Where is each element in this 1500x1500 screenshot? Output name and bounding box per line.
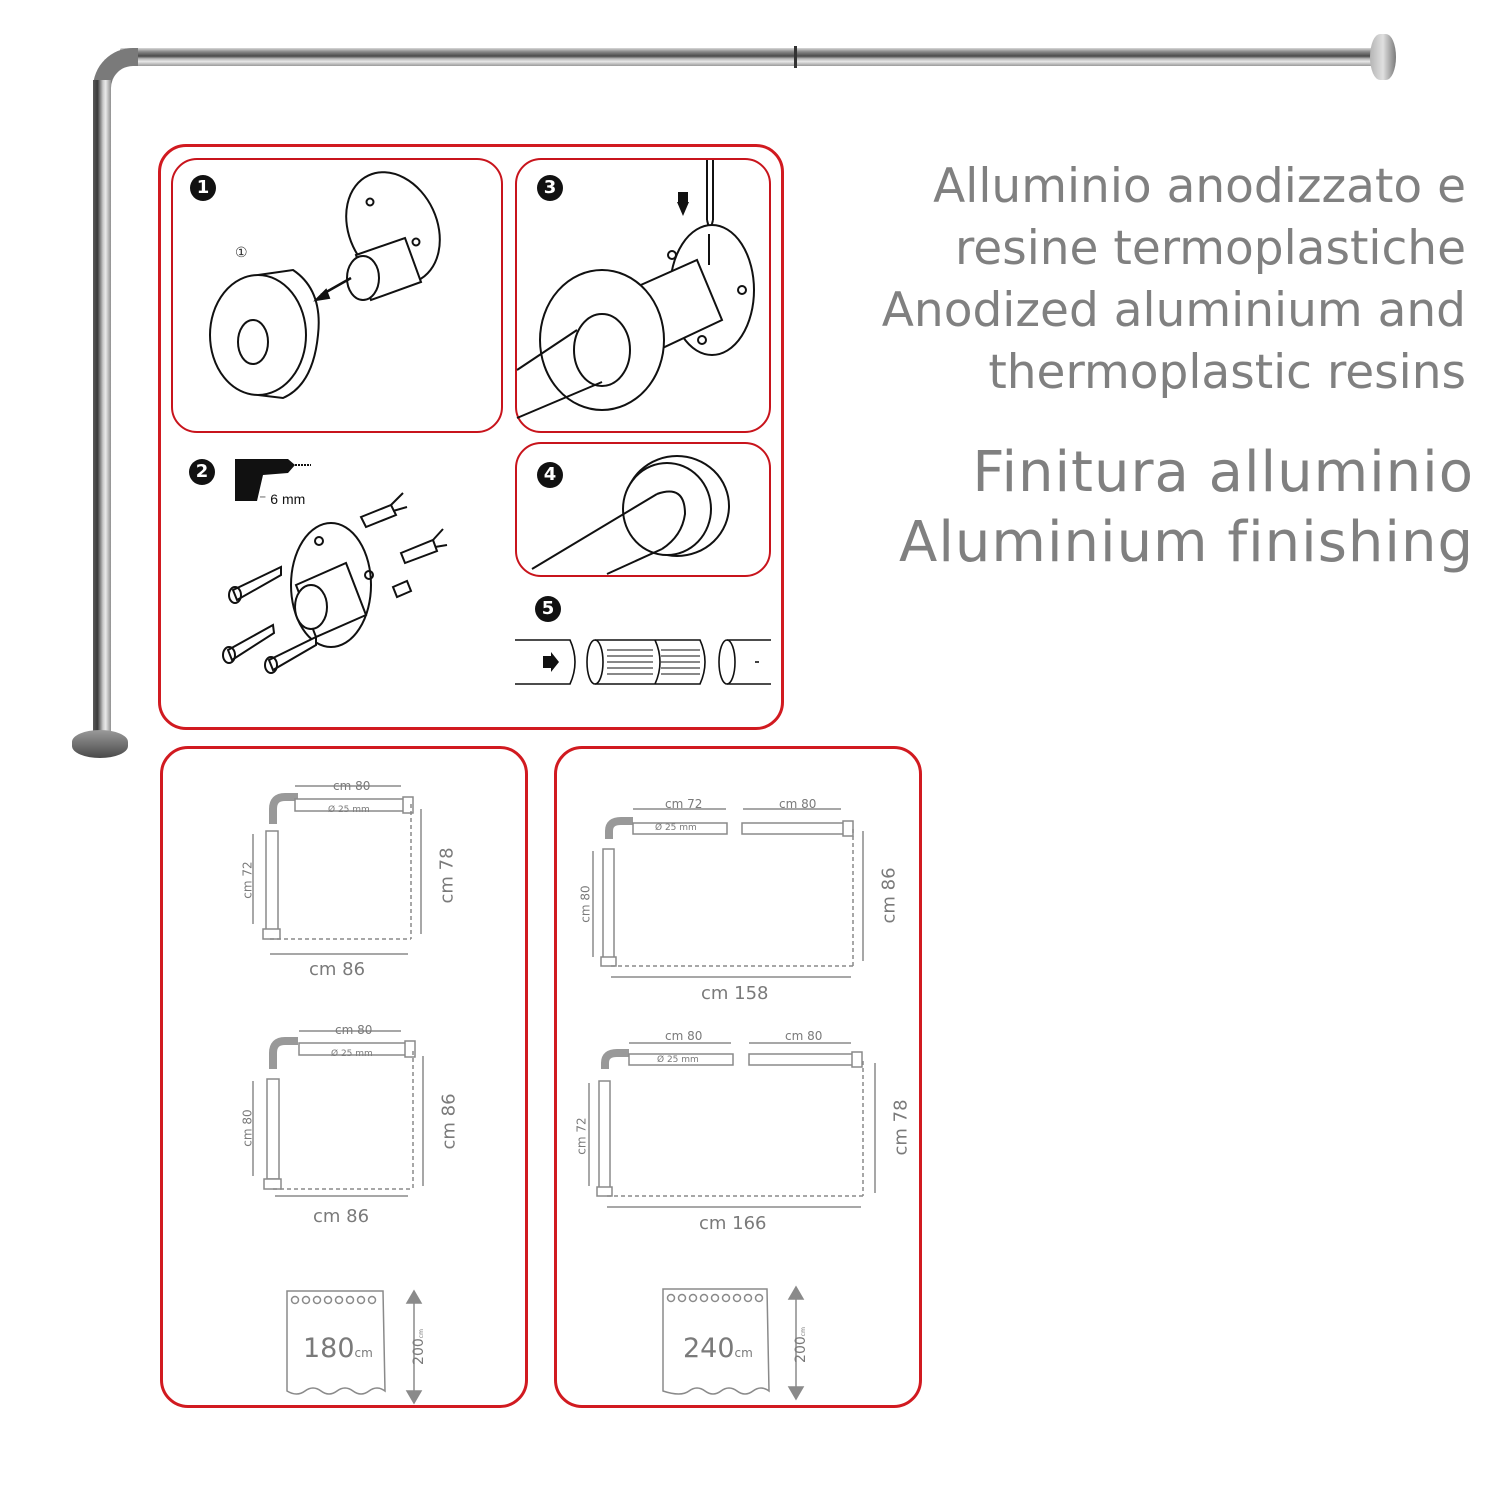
drill-size-label: ⁻ 6 mm (259, 491, 306, 507)
large-config-a: cm 72 cm 80 Ø 25 mm cm 80 cm 86 cm 158 (571, 789, 911, 1019)
small-kit-dimensions-panel: cm 80 Ø 25 mm cm 72 cm 78 cm 86 cm 80 Ø … (160, 746, 528, 1408)
step-1-badge: 1 (190, 175, 216, 201)
dimension-diameter: Ø 25 mm (331, 1049, 373, 1059)
wall-plug-icon (399, 528, 448, 565)
step-4-illustration (531, 455, 730, 575)
step-3-panel: 3 (515, 158, 771, 433)
finish-line: Aluminium finishing (899, 510, 1474, 575)
finish-line: Finitura alluminio (972, 440, 1474, 505)
dimension-bottom: cm 166 (699, 1213, 767, 1234)
dimension-top: cm 80 (333, 779, 371, 793)
dimension-right: cm 78 (436, 847, 458, 904)
curtain-height: 200cm (792, 1327, 809, 1363)
dimension-top-left: cm 72 (665, 797, 703, 811)
dimension-top: cm 80 (335, 1023, 373, 1037)
step-1-panel: 1 ① (171, 158, 503, 433)
dimension-bottom: cm 86 (309, 959, 366, 980)
step-1-illustration (209, 171, 441, 400)
step-3-illustration (516, 160, 755, 419)
step-2-panel: 2 ⁻ 6 mm (171, 445, 503, 715)
dimension-diameter: Ø 25 mm (657, 1055, 699, 1065)
dimension-bottom: cm 86 (313, 1206, 370, 1227)
arrow-down-icon (677, 202, 689, 216)
curtain-180: 180cm 200cm (279, 1289, 429, 1409)
wall-cap-bottom (72, 730, 128, 758)
rod-horizontal (120, 48, 1382, 66)
small-config-a: cm 80 Ø 25 mm cm 72 cm 78 cm 86 (223, 769, 483, 989)
screw-icon (222, 623, 276, 664)
dimension-left: cm 80 (578, 885, 593, 923)
dimension-right: cm 86 (438, 1093, 460, 1150)
step-5-illustration (515, 639, 771, 685)
dimension-left: cm 72 (240, 861, 255, 899)
step-3-badge: 3 (537, 175, 563, 201)
dimension-bottom: cm 158 (701, 983, 769, 1004)
rod-vertical (93, 80, 111, 732)
material-line: thermoplastic resins (988, 345, 1466, 400)
step-4-badge: 4 (537, 462, 563, 488)
large-config-b: cm 80 cm 80 Ø 25 mm cm 72 cm 78 cm 166 (571, 1021, 912, 1251)
dimension-top-left: cm 80 (665, 1029, 703, 1043)
dimension-diameter: Ø 25 mm (655, 823, 697, 833)
curtain-icon (662, 1285, 805, 1401)
rod-joint (794, 46, 797, 68)
dimension-right: cm 78 (890, 1099, 912, 1156)
curtain-height: 200cm (410, 1329, 427, 1365)
step-5-badge: 5 (535, 596, 561, 622)
dimension-diameter: Ø 25 mm (328, 805, 370, 815)
large-kit-dimensions-panel: cm 72 cm 80 Ø 25 mm cm 80 cm 86 cm 158 (554, 746, 922, 1408)
material-line: resine termoplastiche (955, 221, 1466, 276)
dimension-right: cm 86 (878, 867, 900, 924)
curtain-icon (286, 1289, 423, 1405)
dimension-left: cm 80 (240, 1109, 255, 1147)
drill-icon (235, 459, 311, 501)
finish-description: Finitura alluminio Aluminium finishing (899, 438, 1474, 578)
dimension-top-right: cm 80 (785, 1029, 823, 1043)
dimension-left: cm 72 (574, 1117, 589, 1155)
small-config-b: cm 80 Ø 25 mm cm 80 cm 86 cm 86 (223, 1011, 483, 1231)
wall-cap-right (1370, 34, 1396, 80)
step-2-badge: 2 (189, 459, 215, 485)
curtain-width: 180cm (303, 1333, 373, 1364)
material-line: Anodized aluminium and (881, 283, 1466, 338)
curtain-width: 240cm (683, 1333, 753, 1364)
step-1-sub-label: ① (235, 244, 248, 260)
arrow-right-icon (543, 652, 559, 672)
material-line: Alluminio anodizzato e (933, 159, 1466, 214)
step-4-panel: 4 (515, 442, 771, 577)
curtain-240: 240cm 200cm (657, 1285, 809, 1405)
step-5-panel: 5 (515, 592, 771, 692)
wall-plug-icon (359, 492, 408, 529)
screw-icon (228, 565, 282, 604)
dimension-top-right: cm 80 (779, 797, 817, 811)
screw-icon (264, 635, 317, 674)
step-2-illustration (222, 492, 448, 674)
material-description: Alluminio anodizzato e resine termoplast… (882, 156, 1466, 404)
wall-plug-icon (391, 579, 413, 599)
